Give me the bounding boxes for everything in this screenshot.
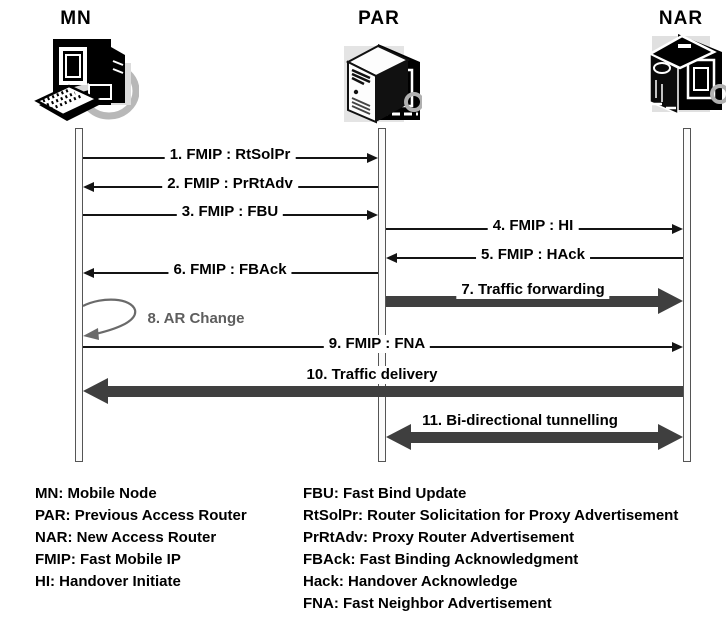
- actor-label-nar: NAR: [658, 8, 704, 29]
- message-2-arrowhead: [83, 182, 94, 192]
- legend-item-hi: HI: Handover Initiate: [35, 573, 181, 590]
- legend-item-fmip: FMIP: Fast Mobile IP: [35, 551, 181, 568]
- legend-item-fback: FBAck: Fast Binding Acknowledgment: [303, 551, 579, 568]
- message-4-label: 4. FMIP : HI: [487, 217, 579, 235]
- message-6-arrowhead: [83, 268, 94, 278]
- nar-server-icon: [648, 34, 726, 116]
- legend-item-fbu: FBU: Fast Bind Update: [303, 485, 467, 502]
- message-4-arrowhead: [672, 224, 683, 234]
- message-6-label: 6. FMIP : FBAck: [168, 261, 292, 279]
- legend-item-hack: Hack: Handover Acknowledge: [303, 573, 518, 590]
- message-3-label: 3. FMIP : FBU: [176, 203, 284, 221]
- legend-item-nar: NAR: New Access Router: [35, 529, 217, 546]
- par-server-icon: [344, 44, 422, 124]
- message-5-label: 5. FMIP : HAck: [476, 246, 590, 264]
- actor-label-par: PAR: [358, 8, 400, 29]
- actor-label-mn: MN: [60, 8, 92, 29]
- message-1-label: 1. FMIP : RtSolPr: [164, 146, 296, 164]
- par-lifeline: [378, 128, 386, 462]
- message-11-arrowhead-left: [386, 424, 411, 450]
- legend-item-mn: MN: Mobile Node: [35, 485, 157, 502]
- legend-item-rtsolpr: RtSolPr: Router Solicitation for Proxy A…: [303, 507, 679, 524]
- legend-left-column: MN: Mobile Node PAR: Previous Access Rou…: [35, 483, 247, 593]
- message-1-arrowhead: [367, 153, 378, 163]
- legend-right-column: FBU: Fast Bind Update RtSolPr: Router So…: [303, 483, 678, 615]
- mn-workstation-icon: [34, 39, 139, 121]
- legend-item-fna: FNA: Fast Neighbor Advertisement: [303, 595, 552, 612]
- message-2-label: 2. FMIP : PrRtAdv: [162, 175, 298, 193]
- message-8-self-loop-arrow: [82, 298, 137, 340]
- message-7-label: 7. Traffic forwarding: [456, 281, 610, 299]
- nar-lifeline: [683, 128, 691, 462]
- message-7-arrow-bar: [386, 296, 658, 307]
- legend-item-prrtadv: PrRtAdv: Proxy Router Advertisement: [303, 529, 575, 546]
- message-11-arrowhead-right: [658, 424, 683, 450]
- message-7-arrowhead: [658, 288, 683, 314]
- mn-lifeline: [75, 128, 83, 462]
- message-3-arrowhead: [367, 210, 378, 220]
- legend-item-par: PAR: Previous Access Router: [35, 507, 247, 524]
- message-11-label: 11. Bi-directional tunnelling: [417, 412, 623, 430]
- message-10-arrow-bar: [108, 386, 683, 397]
- message-8-label: 8. AR Change: [147, 310, 245, 327]
- message-5-arrowhead: [386, 253, 397, 263]
- message-11-arrow-bar: [411, 432, 658, 443]
- message-10-label: 10. Traffic delivery: [301, 366, 443, 384]
- message-9-arrowhead: [672, 342, 683, 352]
- message-9-label: 9. FMIP : FNA: [323, 335, 431, 353]
- message-10-arrowhead: [83, 378, 108, 404]
